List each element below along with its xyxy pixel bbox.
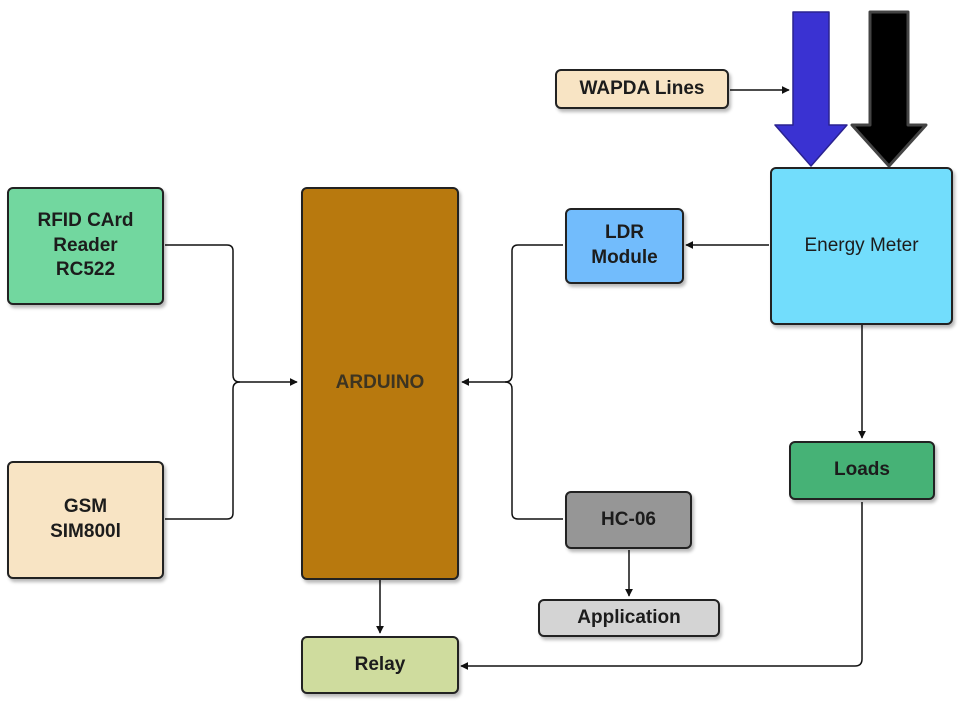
relay-label: Relay <box>354 653 406 675</box>
application-label: Application <box>577 606 681 628</box>
gsm-label-line-1: GSM <box>63 496 108 518</box>
rfid-reader-block: RFID CArd Reader RC522 <box>7 187 164 305</box>
hc06-block: HC-06 <box>565 491 692 549</box>
ldr-label-line-2: Module <box>591 247 658 268</box>
rfid-label-line-2: Reader <box>53 234 118 256</box>
neutral-line-arrow <box>850 10 928 168</box>
rfid-to-arduino-arrow <box>165 244 298 386</box>
loads-label: Loads <box>834 459 890 481</box>
arduino-label: ARDUINO <box>335 372 425 394</box>
energy-meter-label: Energy Meter <box>804 234 919 256</box>
wapda-lines-label: WAPDA Lines <box>579 77 705 99</box>
gsm-label-line-2: SIM800l <box>50 521 121 542</box>
gsm-module-block: GSM SIM800l <box>7 461 164 579</box>
hc06-label: HC-06 <box>601 508 656 530</box>
wapda-lines-block: WAPDA Lines <box>555 69 729 109</box>
phase-line-arrow <box>774 11 848 167</box>
loads-block: Loads <box>789 441 935 500</box>
application-block: Application <box>538 599 720 637</box>
gsm-to-arduino-connector <box>165 381 241 520</box>
rfid-label-line-3: RC522 <box>55 259 116 281</box>
energy-meter-block: Energy Meter <box>770 167 953 325</box>
rfid-label-line-1: RFID CArd <box>37 209 134 231</box>
ldr-module-block: LDR Module <box>565 208 684 284</box>
ldr-to-arduino-arrow <box>461 244 563 386</box>
arduino-block: ARDUINO <box>301 187 459 580</box>
hc06-to-arduino-connector <box>504 381 563 520</box>
relay-block: Relay <box>301 636 459 694</box>
ldr-label-line-1: LDR <box>604 222 645 244</box>
loads-to-relay-arrow <box>460 502 863 670</box>
